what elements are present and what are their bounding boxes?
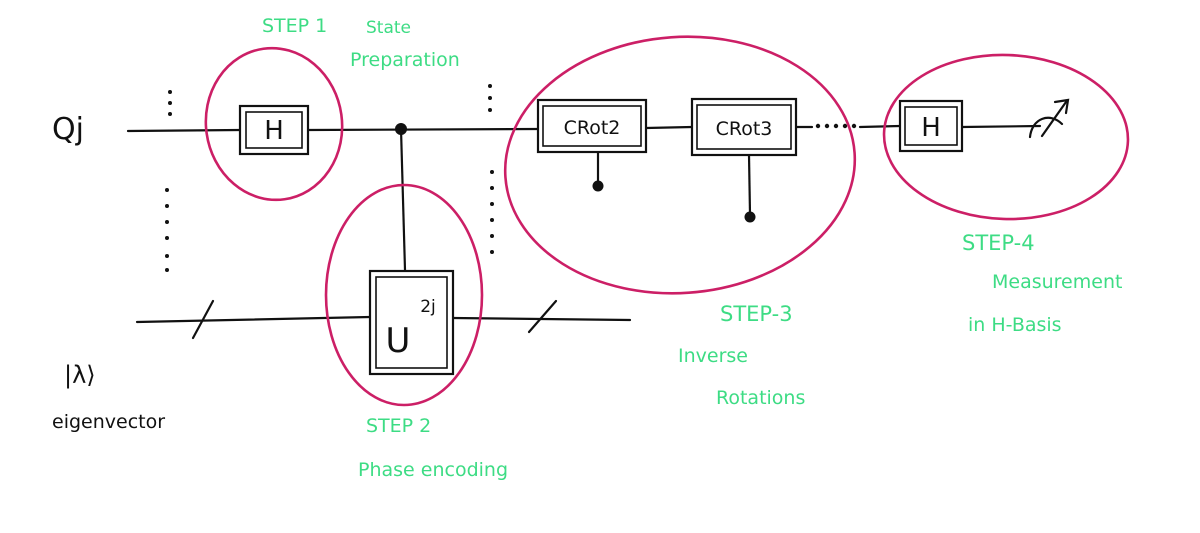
crot3-gate-label: CRot3 <box>716 118 773 140</box>
hadamard-gate-2: H <box>898 99 964 153</box>
qubit-wire <box>126 124 1042 133</box>
register-wire <box>135 299 632 340</box>
step1-title: STEP 1 <box>262 15 327 37</box>
unitary-gate: U 2j <box>368 269 455 376</box>
barrier-dots-right <box>488 84 494 254</box>
control-line <box>395 123 407 271</box>
step3-label-line2: Rotations <box>716 387 805 409</box>
step2-title: STEP 2 <box>366 415 431 437</box>
step-circles <box>204 35 1130 407</box>
crot3-gate: CRot3 <box>690 97 798 223</box>
unitary-power-label: 2j <box>420 297 436 317</box>
step1-label-line1: State <box>366 18 411 38</box>
step1-label-line2: Preparation <box>350 49 460 71</box>
eigenvector-caption: eigenvector <box>52 411 165 433</box>
hadamard-gate-1-label: H <box>264 116 284 146</box>
qubit-label: Qj <box>52 112 84 147</box>
eigenvector-ket-label: |λ⟩ <box>64 361 96 389</box>
step3-title: STEP-3 <box>720 302 793 326</box>
step3-label-line1: Inverse <box>678 345 748 367</box>
step2-description: Phase encoding <box>358 459 508 481</box>
hadamard-gate-1: H <box>238 104 310 156</box>
crot2-gate: CRot2 <box>536 98 648 192</box>
barrier-dots-left <box>165 90 172 272</box>
crot2-control-dot <box>592 180 604 192</box>
step1-circle <box>204 46 344 202</box>
step4-circle <box>882 53 1130 221</box>
wire-ellipsis <box>815 123 857 129</box>
step4-title: STEP-4 <box>962 231 1035 255</box>
hadamard-gate-2-label: H <box>921 113 941 143</box>
crot2-gate-label: CRot2 <box>564 117 621 139</box>
step3-circle <box>503 35 857 295</box>
step4-label-line1: Measurement <box>992 271 1122 293</box>
step2-circle <box>324 183 484 407</box>
measurement-meter-icon <box>1028 98 1070 139</box>
unitary-gate-label: U <box>386 321 411 361</box>
step4-label-line2: in H-Basis <box>968 314 1062 336</box>
crot3-control-dot <box>744 211 756 223</box>
